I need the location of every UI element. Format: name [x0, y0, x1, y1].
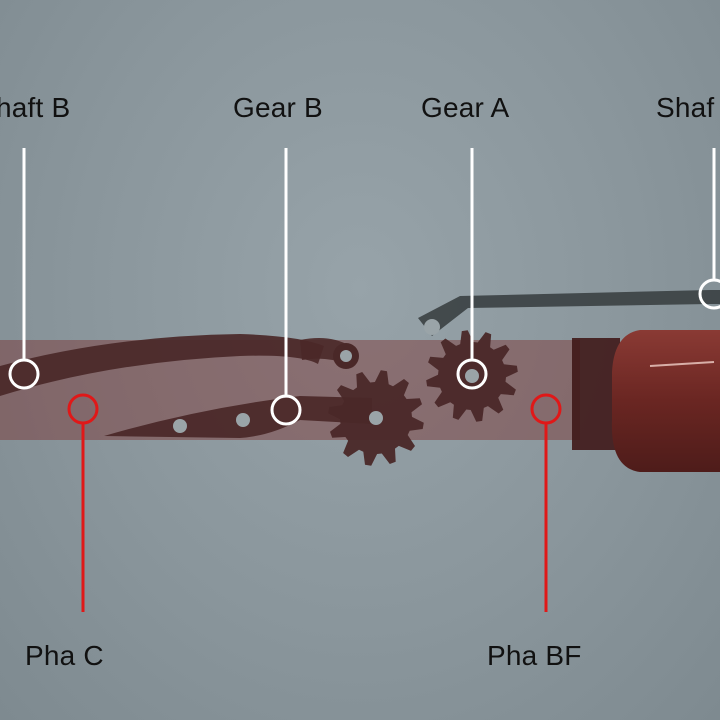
upper-link-pivot [424, 319, 440, 335]
link-hole-2 [236, 413, 250, 427]
shaft-b-link [0, 334, 324, 396]
label-pha-c: Pha C [25, 640, 104, 671]
label-gear-a: Gear A [421, 92, 510, 123]
fingertip-highlight [649, 361, 715, 367]
label-pha-bf: Pha BF [487, 640, 582, 671]
label-shaft-b: haft B [0, 92, 71, 123]
upper-pivot-hole [340, 350, 352, 362]
label-shaft-a: Shaf [656, 92, 715, 123]
gear-group [328, 330, 518, 466]
label-gear-b: Gear B [233, 92, 323, 123]
callout-marker-shaft-a [698, 278, 720, 310]
link-hole-1 [173, 419, 187, 433]
callout-marker-gear-a [456, 358, 488, 390]
gear-b-wheel-hub [369, 411, 383, 425]
upper-link-arm [418, 290, 720, 336]
fingertip [611, 330, 720, 472]
callout-marker-shaft-b [8, 358, 40, 390]
callout-marker-gear-b [270, 394, 302, 426]
gear-a-wheel-hub [465, 369, 479, 383]
